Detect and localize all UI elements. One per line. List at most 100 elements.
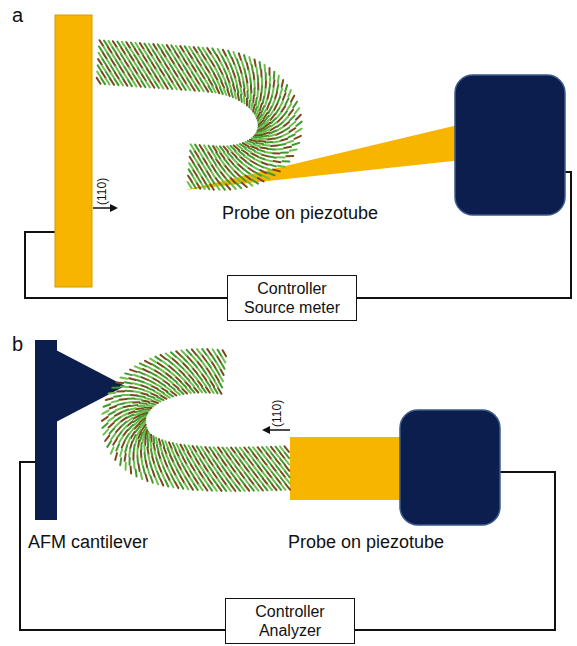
molecule (249, 71, 250, 78)
molecule (236, 473, 240, 479)
molecule (133, 461, 136, 468)
molecule (193, 362, 198, 367)
molecule (107, 60, 111, 66)
molecule (109, 412, 115, 415)
molecule (227, 76, 230, 83)
molecule (273, 72, 276, 79)
molecule (216, 172, 220, 178)
direction-label: (110) (96, 178, 108, 205)
cantilever-tip (56, 350, 125, 422)
molecule (257, 164, 263, 167)
molecule (263, 479, 267, 484)
molecule (249, 479, 253, 485)
molecule (178, 71, 182, 77)
molecule (287, 141, 294, 143)
molecule (204, 152, 208, 158)
molecule (256, 67, 259, 74)
molecule (176, 46, 180, 52)
molecule (192, 72, 196, 78)
molecule (220, 375, 224, 381)
molecule (227, 460, 231, 466)
molecule (103, 429, 108, 434)
molecule (137, 81, 141, 87)
molecule (219, 382, 223, 388)
molecule (154, 451, 156, 458)
molecule (157, 51, 161, 57)
molecule (238, 93, 239, 100)
molecule (152, 69, 156, 75)
molecule (172, 449, 175, 455)
molecule (125, 434, 129, 440)
molecule (138, 396, 145, 397)
molecule (240, 448, 244, 454)
molecule (175, 482, 178, 488)
molecule (236, 448, 240, 454)
molecule (184, 451, 187, 457)
molecule (202, 355, 206, 361)
molecule (260, 170, 266, 173)
molecule (121, 386, 128, 389)
molecule (130, 61, 134, 67)
molecule (231, 473, 235, 479)
molecule (217, 485, 221, 491)
molecule (285, 472, 289, 478)
molecule (187, 84, 191, 90)
molecule (189, 446, 193, 452)
molecule (220, 159, 224, 165)
molecule (106, 398, 113, 400)
molecule (276, 459, 280, 464)
molecule (240, 485, 244, 491)
molecule (240, 473, 244, 479)
molecule (202, 349, 206, 355)
molecule (218, 479, 222, 485)
molecule (277, 478, 281, 483)
molecule (202, 362, 206, 368)
molecule (150, 463, 152, 470)
molecule (128, 398, 135, 400)
molecule (143, 436, 144, 443)
molecule (249, 78, 252, 85)
molecule (200, 459, 204, 465)
molecule (153, 50, 157, 56)
molecule (221, 363, 225, 369)
molecule (240, 95, 243, 102)
molecule (102, 417, 108, 421)
molecule (126, 48, 130, 54)
molecule (215, 375, 219, 381)
molecule (120, 398, 127, 401)
molecule (156, 458, 158, 465)
molecule (230, 64, 233, 71)
molecule (258, 466, 262, 472)
molecule (231, 91, 233, 98)
molecule (271, 127, 277, 131)
molecule (119, 437, 123, 443)
molecule (111, 434, 115, 440)
molecule (254, 88, 256, 95)
molecule (259, 485, 263, 491)
molecule (296, 122, 302, 126)
molecule (164, 447, 167, 454)
molecule (240, 454, 244, 460)
molecule (260, 104, 262, 111)
molecule (199, 485, 203, 491)
molecule (123, 406, 130, 408)
molecule (225, 165, 230, 170)
molecule (149, 403, 156, 405)
molecule (236, 485, 240, 491)
molecule (245, 460, 249, 466)
molecule (263, 466, 267, 471)
molecule (217, 356, 221, 362)
molecule (172, 358, 177, 363)
molecule (226, 184, 231, 189)
molecule (149, 44, 153, 50)
molecule (182, 84, 186, 90)
molecule (200, 472, 204, 478)
molecule (211, 368, 215, 374)
molecule (156, 76, 160, 82)
molecule (187, 72, 191, 78)
molecule (207, 165, 211, 171)
molecule (138, 68, 142, 74)
molecule (278, 156, 285, 158)
molecule (285, 478, 289, 484)
molecule (245, 466, 249, 472)
